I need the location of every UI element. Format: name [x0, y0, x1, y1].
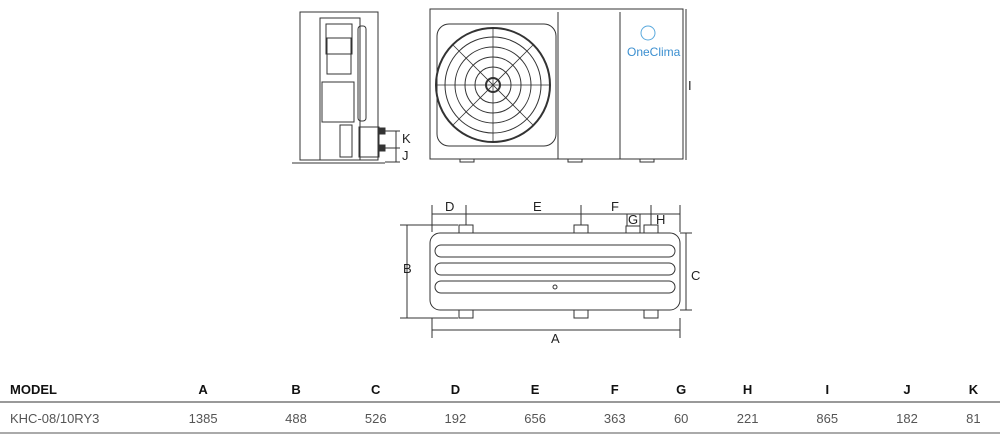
- col-header: H: [707, 378, 788, 403]
- table-row: KHC-08/10RY3 1385 488 526 192 656 363 60…: [0, 402, 1000, 434]
- cell: 865: [787, 402, 868, 434]
- brand-logo: OneClima: [627, 45, 681, 59]
- table-header-row: MODEL A B C D E F G H I J K: [0, 378, 1000, 403]
- col-header: E: [495, 378, 575, 403]
- dim-label-c: C: [691, 268, 700, 283]
- dim-label-a: A: [551, 331, 560, 346]
- dim-label-f: F: [611, 199, 619, 214]
- dim-label-j: J: [402, 148, 409, 163]
- col-header: F: [574, 378, 655, 403]
- col-header: J: [867, 378, 947, 403]
- cell: 363: [574, 402, 655, 434]
- technical-drawing: K J OneClima I D E F G H B C A: [292, 8, 700, 346]
- col-header: B: [256, 378, 336, 403]
- col-header: I: [787, 378, 868, 403]
- cell: 192: [415, 402, 496, 434]
- cell: 182: [867, 402, 947, 434]
- cell: 1385: [150, 402, 257, 434]
- dim-label-i: I: [688, 78, 692, 93]
- dim-label-e: E: [533, 199, 542, 214]
- top-view: [400, 205, 692, 338]
- cell: 526: [335, 402, 416, 434]
- col-header: G: [654, 378, 708, 403]
- col-header: C: [335, 378, 416, 403]
- col-header: MODEL: [0, 378, 150, 403]
- dim-label-b: B: [403, 261, 412, 276]
- cell: 221: [707, 402, 788, 434]
- cell: 60: [654, 402, 708, 434]
- col-header: A: [150, 378, 257, 403]
- dimensions-table: MODEL A B C D E F G H I J K KHC-08/10RY3…: [0, 378, 1000, 434]
- cell: 656: [495, 402, 575, 434]
- cell: 488: [256, 402, 336, 434]
- dim-label-h: H: [656, 212, 665, 227]
- col-header: K: [946, 378, 1000, 403]
- cell: KHC-08/10RY3: [0, 402, 150, 434]
- front-view: [429, 8, 687, 163]
- dim-label-d: D: [445, 199, 454, 214]
- col-header: D: [415, 378, 496, 403]
- cell: 81: [946, 402, 1000, 434]
- dim-label-k: K: [402, 131, 411, 146]
- side-view: [292, 11, 400, 164]
- dim-label-g: G: [628, 212, 638, 227]
